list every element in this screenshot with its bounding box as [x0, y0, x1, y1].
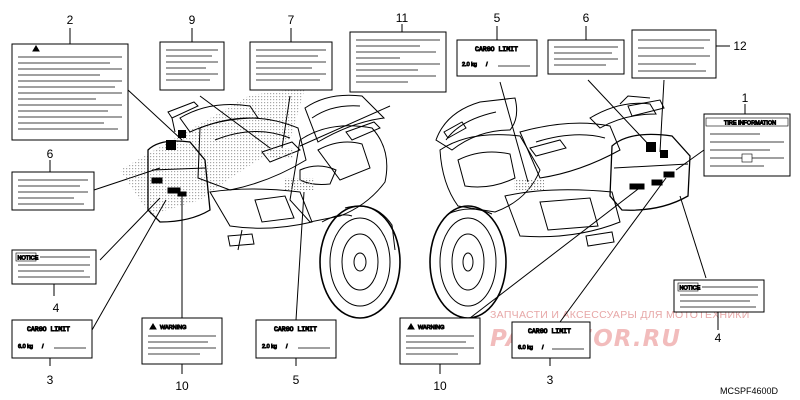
callout-number: 5 — [494, 11, 501, 25]
callout-number: 6 — [47, 147, 54, 161]
cargo-limit-text: CARGO LIMIT — [475, 46, 518, 53]
callout-number: 1 — [742, 91, 749, 105]
part-code: MCSPF4600D — [720, 386, 779, 396]
callout-number: 12 — [733, 39, 747, 53]
notice-text: NOTICE — [18, 256, 39, 262]
callout-number: 2 — [67, 13, 74, 27]
label-5-cargo-limit-sticker: CARGO LIMIT 2.0 kg / — [255, 319, 337, 359]
label-6-sticker — [547, 39, 625, 75]
label-5-cargo-limit-sticker: CARGO LIMIT 2.0 kg / — [456, 39, 538, 77]
motorcycle-illustration — [120, 88, 401, 319]
label-11-sticker — [349, 31, 447, 93]
callout-number: 7 — [288, 13, 295, 27]
label-6-sticker — [11, 171, 95, 211]
label-4-notice-sticker: NOTICE — [11, 249, 97, 285]
callout-number: 10 — [175, 379, 189, 393]
callout-number: 3 — [547, 373, 554, 387]
cargo-slash-text: / — [286, 344, 288, 350]
warning-triangle-icon — [149, 323, 157, 330]
label-4-notice-sticker: NOTICE — [673, 279, 765, 313]
callout-number: 10 — [433, 379, 447, 393]
cargo-weight-text: 6.0 kg — [18, 344, 33, 350]
callout-number: 6 — [583, 11, 590, 25]
cargo-limit-text: CARGO LIMIT — [27, 326, 70, 333]
notice-tag-icon — [15, 252, 37, 262]
warning-triangle-icon — [407, 323, 415, 330]
callout-number: 4 — [715, 331, 722, 345]
label-3-cargo-limit-sticker: CARGO LIMIT 6.0 kg / — [511, 321, 591, 359]
callout-number: 4 — [53, 301, 60, 315]
cargo-weight-text: 2.0 kg — [262, 344, 277, 350]
notice-tag-icon — [677, 282, 699, 292]
label-10-warning-sticker: WARNING — [141, 317, 223, 365]
leader-lines — [49, 24, 746, 374]
label-12-sticker — [631, 29, 717, 79]
tire-information-text: TIRE INFORMATION — [724, 121, 776, 127]
cargo-limit-text: CARGO LIMIT — [528, 328, 571, 335]
label-3-cargo-limit-sticker: CARGO LIMIT 6.0 kg / — [11, 319, 93, 359]
cargo-weight-text: 6.0 kg — [518, 345, 533, 351]
callout-number: 3 — [47, 373, 54, 387]
cargo-limit-text: CARGO LIMIT — [274, 326, 317, 333]
notice-text: NOTICE — [680, 286, 701, 292]
cargo-slash-text: / — [542, 345, 544, 351]
callout-number: 5 — [293, 373, 300, 387]
motorcycle-illustration — [429, 95, 691, 319]
label-9-sticker — [159, 41, 225, 91]
cargo-slash-text: / — [486, 62, 488, 68]
callout-number: 9 — [189, 13, 196, 27]
label-2-warning-sticker — [11, 43, 129, 141]
warning-triangle-icon — [32, 45, 40, 52]
callout-numbers: 1 2 3 3 4 4 5 5 6 6 7 9 10 10 11 12 — [47, 11, 749, 393]
warning-text: WARNING — [418, 325, 444, 331]
label-1-tire-information-sticker: TIRE INFORMATION — [703, 113, 791, 177]
cargo-weight-text: 2.0 kg — [462, 62, 477, 68]
cargo-slash-text: / — [42, 344, 44, 350]
label-10-warning-sticker: WARNING — [399, 317, 481, 365]
callout-number: 11 — [396, 11, 409, 25]
label-7-sticker — [249, 41, 333, 91]
warning-text: WARNING — [160, 325, 186, 331]
